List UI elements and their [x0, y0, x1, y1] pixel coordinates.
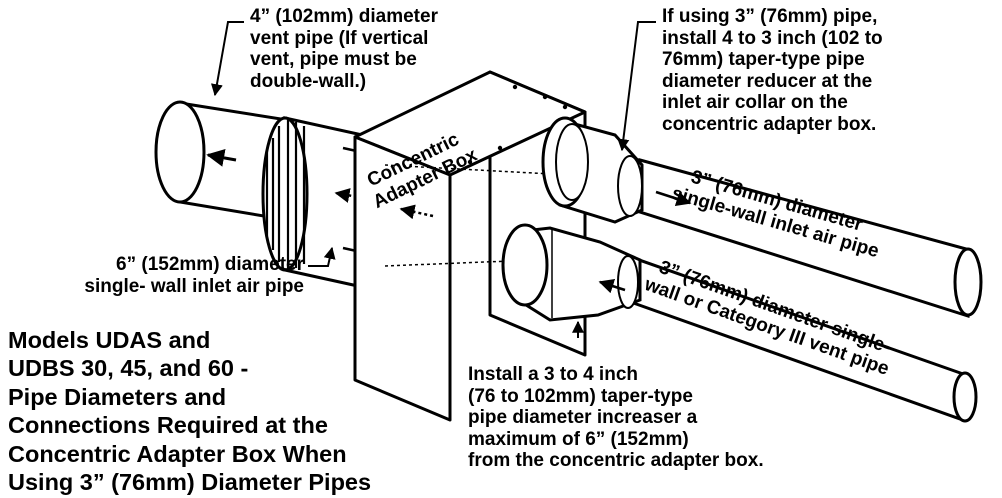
callout-line: double-wall.)	[250, 70, 367, 92]
callout-line: 4” (102mm) diameter	[250, 6, 438, 27]
callout-reducer-note: If using 3” (76mm) pipe, install 4 to 3 …	[662, 6, 883, 135]
callout-line: (76 to 102mm) taper-type	[468, 385, 693, 407]
hidden-pipe-lines	[384, 164, 571, 267]
upper-inlet-assembly	[541, 116, 983, 319]
title-line: UDBS 30, 45, and 60 -	[8, 355, 249, 382]
callout-line: vent pipe (If vertical	[250, 27, 429, 49]
callout-line: install 4 to 3 inch (102 to	[662, 27, 883, 49]
title-line: Connections Required at the	[8, 412, 328, 439]
leader-reducer	[617, 21, 656, 152]
title-line: Pipe Diameters and	[8, 383, 227, 410]
callout-line: diameter reducer at the	[662, 70, 873, 92]
lower-vent-assembly	[501, 223, 978, 423]
callout-line: maximum of 6” (152mm)	[468, 428, 689, 450]
vent-flow-arrow-lower	[598, 278, 626, 294]
leader-vent-pipe	[210, 21, 244, 97]
inlet-flow-arrow	[655, 190, 692, 206]
callout-line: 76mm) taper-type pipe	[662, 49, 865, 70]
callout-line: If using 3” (76mm) pipe,	[662, 6, 878, 27]
callout-line: pipe diameter increaser a	[468, 407, 698, 428]
vent-flow-arrow	[206, 148, 237, 167]
callout-line: 6” (152mm) diameter	[116, 254, 304, 275]
callout-increaser-note: Install a 3 to 4 inch (76 to 102mm) tape…	[468, 364, 764, 472]
callout-line: vent, pipe must be	[250, 49, 417, 70]
leader-lines	[210, 21, 656, 338]
title-line: Models UDAS and	[8, 327, 211, 353]
diagram-title: Models UDAS and UDBS 30, 45, and 60 - Pi…	[8, 326, 371, 496]
callout-line: inlet air collar on the	[662, 92, 848, 113]
title-line: Using 3” (76mm) Diameter Pipes	[8, 469, 372, 496]
callout-line: single- wall inlet air pipe	[84, 275, 304, 297]
callout-inlet-6in: 6” (152mm) diameter single- wall inlet a…	[22, 254, 304, 297]
callout-vent-pipe-4in: 4” (102mm) diameter vent pipe (If vertic…	[250, 6, 438, 92]
box-front	[353, 135, 452, 422]
title-line: Concentric Adapter Box When	[8, 440, 347, 467]
pipe-ribs	[265, 120, 306, 268]
inlet-air-pipe-6in	[261, 116, 387, 294]
callout-line: Install a 3 to 4 inch	[468, 364, 638, 385]
leader-inlet-6in	[308, 246, 336, 267]
callout-line: from the concentric adapter box.	[468, 450, 764, 471]
callout-line: concentric adapter box.	[662, 113, 877, 135]
